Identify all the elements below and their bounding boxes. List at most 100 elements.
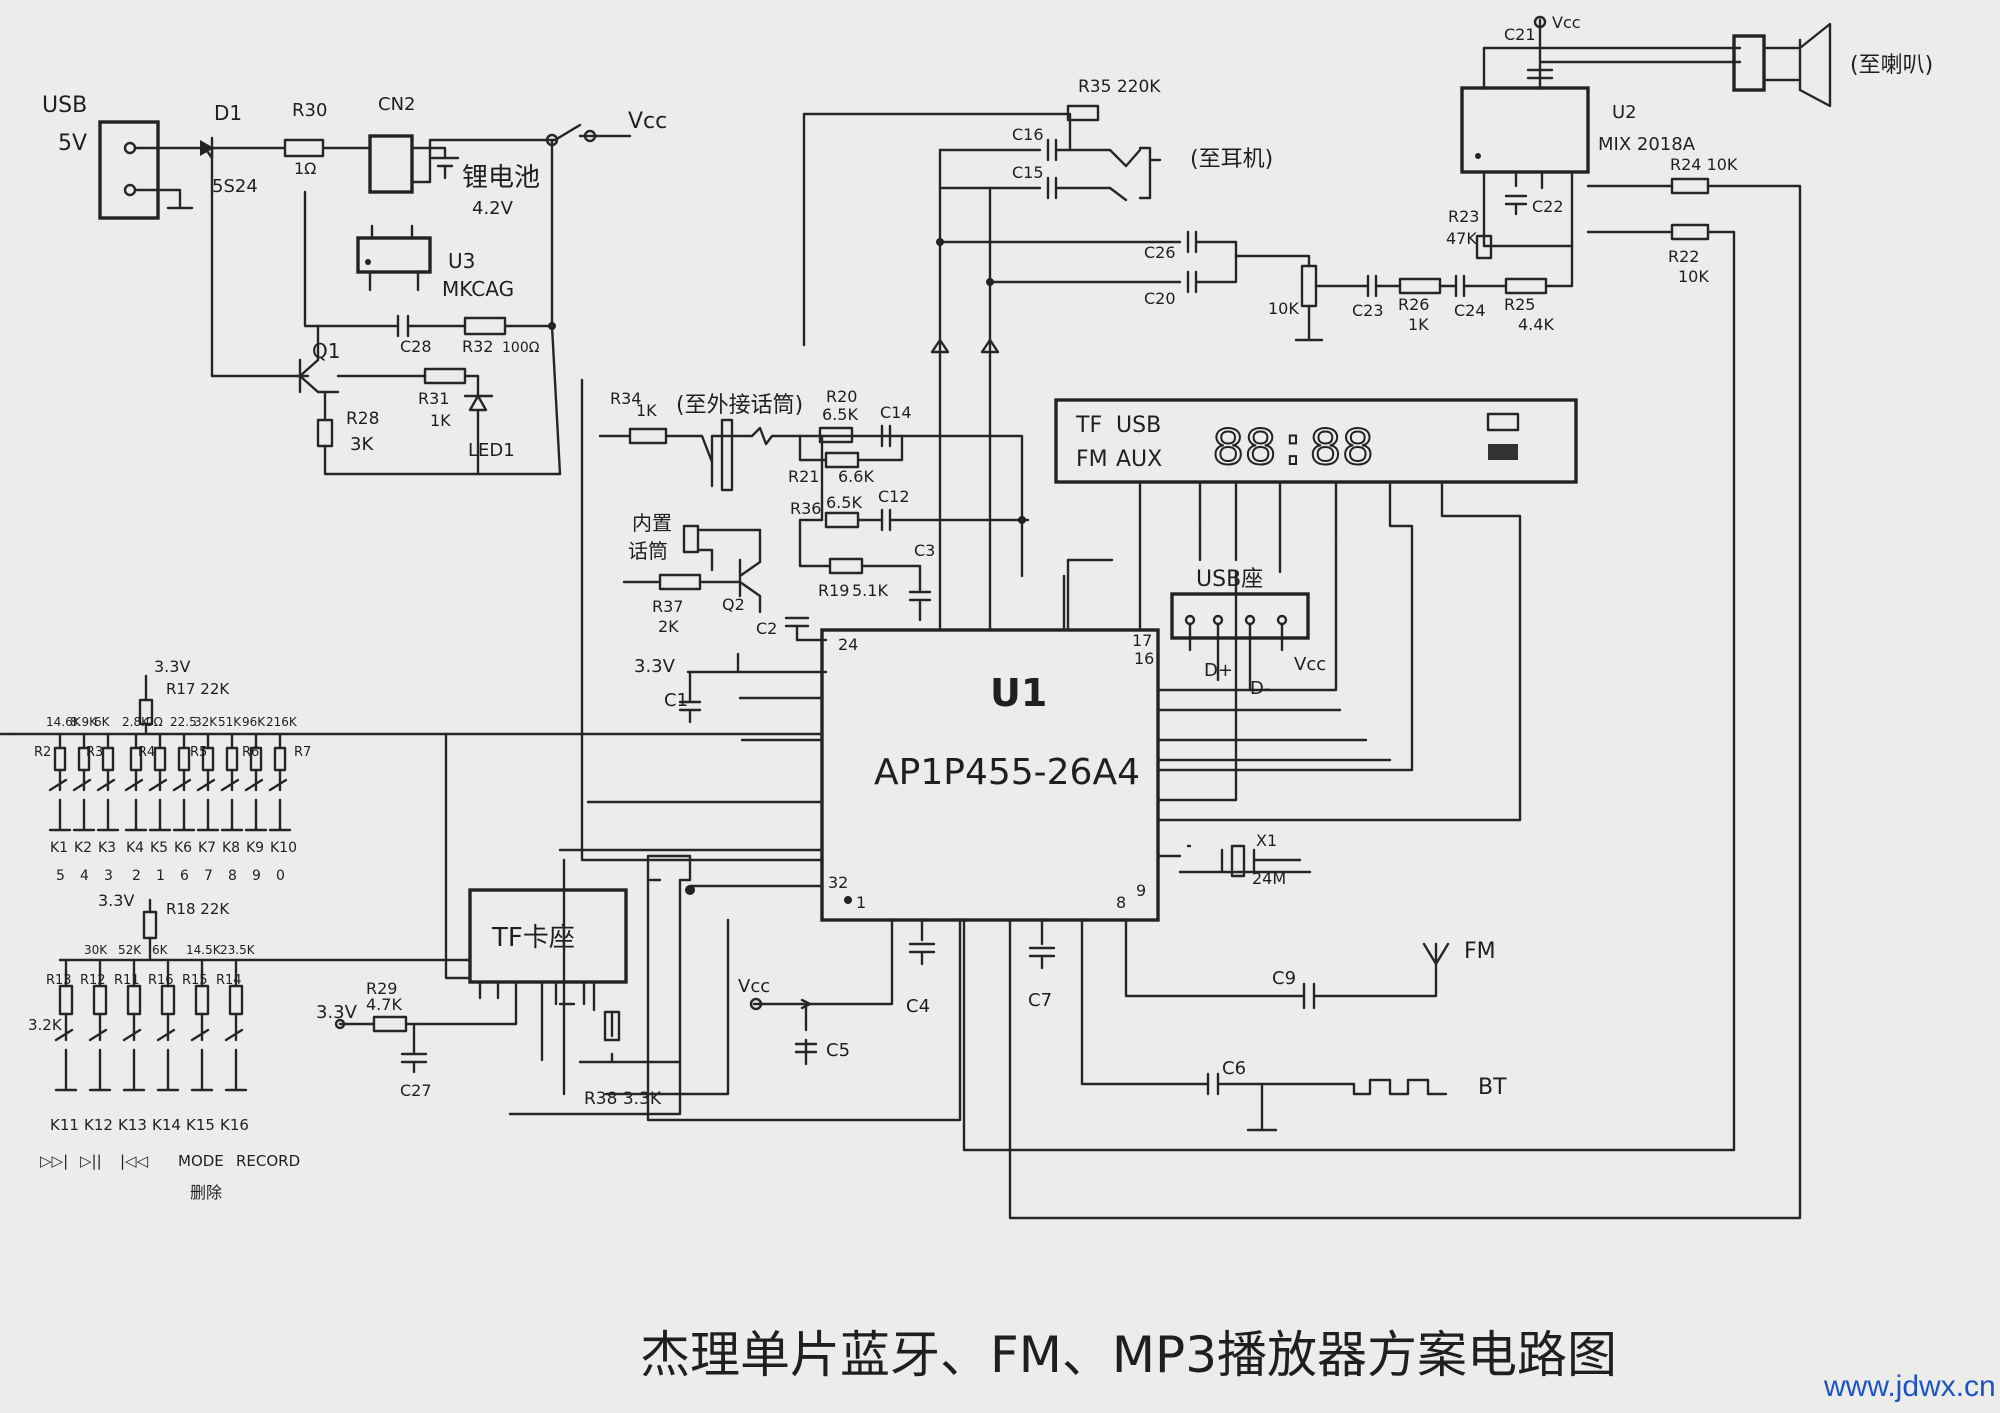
int-mic-line1: 内置 [632,511,672,535]
key-label-top: K2 [74,840,92,856]
resistor-r35 [1066,104,1100,122]
u1-pin-24: 24 [838,635,858,654]
key-label-top: K8 [222,840,240,856]
key-switch-bottom [54,958,78,1092]
key-value-top: 2.8K [122,715,150,729]
resistor-r34 [628,427,668,445]
cn2-label: CN2 [378,94,416,115]
r22-label: R22 [1668,247,1699,266]
key-bus-top [8,674,824,736]
r29-c27 [338,1022,428,1074]
key-resistor-top [129,746,143,772]
c3-label: C3 [914,541,935,560]
battery-icon [1486,412,1520,432]
r19-value: 5.1K [852,581,888,600]
resistor-label-bottom: R16 [148,973,174,988]
key-resistor-bottom [228,984,244,1016]
key-resistor-top [225,746,239,772]
keys-bottom-note: 删除 [190,1183,222,1202]
battery-voltage: 4.2V [472,198,514,219]
c22-label: C22 [1532,197,1564,216]
cap-c2 [686,616,828,674]
r28-label: R28 [346,409,379,429]
usb-connector [98,120,160,220]
key-label-top: K7 [198,840,216,856]
cap-c3 [908,590,932,622]
bt-label: BT [1478,1075,1507,1100]
c5-label: C5 [826,1040,850,1061]
key-resistor-bottom [126,984,142,1016]
key-value-bottom: 6K [152,943,169,957]
usb-socket [1170,592,1310,640]
key-value-top: 6K [94,715,111,729]
headphone-label: (至耳机) [1190,147,1273,172]
r25-value: 4.4K [1518,315,1554,334]
c28-label: C28 [400,337,432,356]
key-bus-bottom [58,898,472,962]
wire [938,148,992,632]
keys-bottom-v33: 3.3V [98,891,134,910]
caps-c4-c7-c5 [752,918,1056,1066]
key-resistor-bottom [92,984,108,1016]
resistor-r18 [142,910,158,940]
r34-label: R34 [610,389,641,408]
r17-label: R17 22K [166,680,230,698]
key-function-label: ▷|| [80,1152,102,1170]
u2-wires [1482,170,1674,248]
key-value-top: 216K [266,715,298,729]
key-matrix-bottom: 3.3V R18 22K 3.2K 删除 K11R13K12R12K13R11K… [28,891,472,1202]
c21-label: C21 [1504,25,1536,44]
keys-top-v33: 3.3V [154,657,190,676]
r28-value: 3K [350,434,374,455]
c4-label: C4 [906,996,930,1017]
usb-socket-section: USB座 D+ D- Vcc [1170,567,1326,699]
usb-pin [123,183,137,197]
key-function-label: MODE [178,1152,224,1170]
key-value-top: 14.6K [46,715,82,729]
key-switch-bottom [88,958,112,1092]
r21-label: R21 [788,467,819,486]
key-switch-bottom [156,958,180,1092]
vcc-node [749,997,763,1011]
key-digit-top: 2 [132,868,141,884]
key-label-bottom: K11 [50,1116,79,1134]
key-digit-top: 1 [156,868,165,884]
key-switch-bottom [224,958,248,1092]
key-value-top: 51K [218,715,242,729]
key-resistor-top [273,746,287,772]
r35-label: R35 220K [1078,77,1161,97]
resistor-r21 [824,451,860,469]
speaker-label: (至喇叭) [1850,53,1933,78]
resistor-r23 [1475,234,1493,260]
bt-antenna [1080,918,1448,1132]
watermark: www.jdwx.cn [1823,1370,1996,1403]
resistor-label-bottom: R15 [182,973,208,988]
resistor-r28 [316,418,334,448]
r36-label: R36 [790,499,821,518]
usb-socket-label: USB座 [1196,567,1263,592]
lcd-mode-fm: FM [1076,447,1108,472]
chain-c23-r26-c24-r25 [1366,244,1574,298]
key-digit-top: 0 [276,868,285,884]
resistor-r38 [603,1010,621,1042]
r36-value: 6.5K [826,493,862,512]
chip-u1 [820,628,1160,922]
led-label: LED1 [468,440,515,461]
resistor-label-top: R4 [138,745,155,760]
r24-label: R24 10K [1670,155,1738,174]
key-value-top: 32K [194,715,218,729]
c21-speaker-wires [1482,18,1742,90]
r32-label: R32 [462,337,493,356]
resistor-r24 [1670,177,1710,195]
resistor-r29 [372,1015,408,1033]
usb-wires [133,146,207,210]
x1-label: X1 [1256,831,1277,850]
battery-label: 锂电池 [462,163,540,193]
junction [986,278,994,286]
r20-label: R20 [826,387,857,406]
diode-d1 [203,136,287,160]
r29-value: 4.7K [366,995,402,1014]
key-digit-top: 6 [180,868,189,884]
u1-pin-32: 32 [828,873,848,892]
